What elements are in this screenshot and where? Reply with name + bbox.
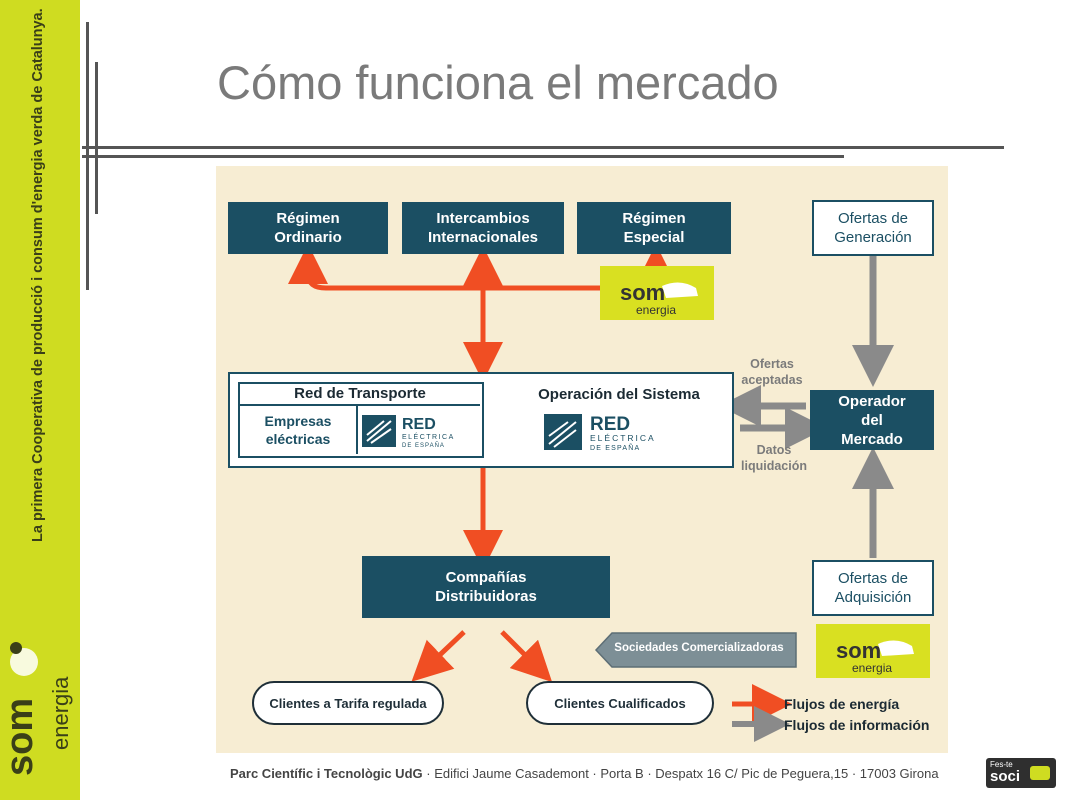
sidebar-logo-sub: energia [48, 676, 73, 750]
som-logo-top-sub: energia [636, 303, 676, 317]
ofertas-adquisicion-box: Ofertas de Adquisición [812, 560, 934, 616]
intercambios-box: Intercambios Internacionales [402, 202, 564, 254]
intercambios-line-2: Internacionales [427, 229, 539, 246]
ofertas-generacion-box: Ofertas de Generación [812, 200, 934, 256]
ofertas-aceptadas-line-1: Ofertas [750, 357, 794, 371]
soci-badge-leaf-icon [1030, 766, 1050, 780]
clientes-tarifa-pill: Clientes a Tarifa regulada [252, 681, 444, 725]
datos-liquidacion-line-1: Datos [756, 443, 792, 457]
soci-badge-top: Fes-te [990, 760, 1013, 769]
ofertas-adquisicion-line-2: Adquisición [834, 589, 912, 606]
soci-badge-main: soci [990, 768, 1021, 785]
intercambios-line-1: Intercambios [436, 210, 530, 227]
sociedades-comercializadoras-label: Sociedades Comercializadoras [614, 642, 784, 654]
fes-te-soci-badge[interactable]: Fes-te soci [986, 758, 1056, 788]
ree-large-line2: DE ESPAÑA [590, 443, 640, 452]
datos-liquidacion-label: Datos liquidación [732, 442, 816, 474]
ofertas-generacion-line-2: Generación [834, 229, 912, 246]
energy-arrow-to-clientes-tarifa [411, 630, 466, 682]
market-diagram: Régimen Ordinario Intercambios Internaci… [216, 166, 948, 753]
regimen-especial-line-2: Especial [623, 229, 685, 246]
sidebar-logo-word: som [2, 698, 41, 776]
companias-line-2: Distribuidoras [435, 588, 537, 605]
footer-address: Parc Científic i Tecnològic UdG · Edific… [230, 766, 939, 781]
sidebar-tagline-container: La primera Cooperativa de producció i co… [30, 8, 54, 568]
ree-logo-large: RED ELÉCTRICA DE ESPAÑA [542, 408, 682, 454]
empresas-divider [356, 406, 358, 454]
energy-arrow-to-regimen-ordinario [288, 244, 656, 291]
operador-mercado-line-3: Mercado [841, 430, 903, 448]
operador-mercado-line-2: del [861, 411, 883, 429]
companias-line-1: Compañías [445, 569, 527, 586]
operacion-sistema-label: Operación del Sistema [538, 386, 700, 403]
regimen-especial-line-1: Régimen [622, 210, 686, 227]
energy-arrow-to-clientes-cualificados [500, 630, 553, 683]
regimen-ordinario-line-2: Ordinario [274, 229, 342, 246]
ofertas-aceptadas-label: Ofertas aceptadas [732, 356, 812, 388]
ree-logo-small: RED ELÉCTRICA DE ESPAÑA [362, 409, 478, 451]
empresas-electricas-line-2: eléctricas [265, 431, 331, 447]
clientes-cualificados-pill: Clientes Cualificados [526, 681, 714, 725]
ofertas-generacion-line-1: Ofertas de [837, 210, 909, 227]
ree-small-line1: ELÉCTRICA [402, 432, 455, 441]
som-energia-logo: som energia [2, 642, 73, 776]
companias-distribuidoras-box: Compañías Distribuidoras [362, 556, 610, 618]
divider-vertical-2 [95, 62, 98, 214]
datos-liquidacion-line-2: liquidación [741, 459, 807, 473]
sociedades-arrow-shape [594, 632, 797, 668]
regimen-ordinario-line-1: Régimen [276, 210, 340, 227]
divider-horizontal-2 [82, 155, 844, 158]
som-energia-logo-bottom: som energia [816, 624, 930, 678]
sidebar-tagline: La primera Cooperativa de producció i co… [30, 8, 46, 542]
operador-mercado-box: Operador del Mercado [810, 390, 934, 450]
ree-large-main: RED [590, 414, 630, 435]
som-logo-bottom-word: som [836, 638, 881, 663]
regimen-especial-box: Régimen Especial [577, 202, 731, 254]
legend-energia-label: Flujos de energía [784, 696, 900, 712]
footer-address-rest: · Edifici Jaume Casademont · Porta B · D… [422, 766, 939, 781]
regimen-ordinario-box: Régimen Ordinario [228, 202, 388, 254]
som-energia-logo-top: som energia [600, 266, 714, 320]
som-logo-bottom-sub: energia [852, 661, 892, 675]
operador-mercado-line-1: Operador [838, 392, 906, 410]
page-title: Cómo funciona el mercado [217, 56, 779, 109]
red-transporte-block [238, 382, 484, 458]
ree-small-line2: DE ESPAÑA [402, 442, 445, 449]
empresas-electricas-line-1: Empresas [264, 413, 332, 429]
empresas-electricas-label: Empresas eléctricas [242, 410, 354, 450]
ofertas-adquisicion-line-1: Ofertas de [837, 570, 909, 587]
legend-informacion-label: Flujos de información [784, 717, 930, 733]
ree-small-main: RED [402, 416, 436, 433]
red-transporte-header: Red de Transporte [240, 384, 480, 406]
ofertas-aceptadas-line-2: aceptadas [741, 373, 803, 387]
som-logo-top-word: som [620, 280, 665, 305]
divider-horizontal-1 [82, 146, 1004, 149]
ree-large-line1: ELÉCTRICA [590, 433, 656, 443]
footer-address-bold: Parc Científic i Tecnològic UdG [230, 766, 423, 781]
diagram-arrows [288, 244, 894, 742]
